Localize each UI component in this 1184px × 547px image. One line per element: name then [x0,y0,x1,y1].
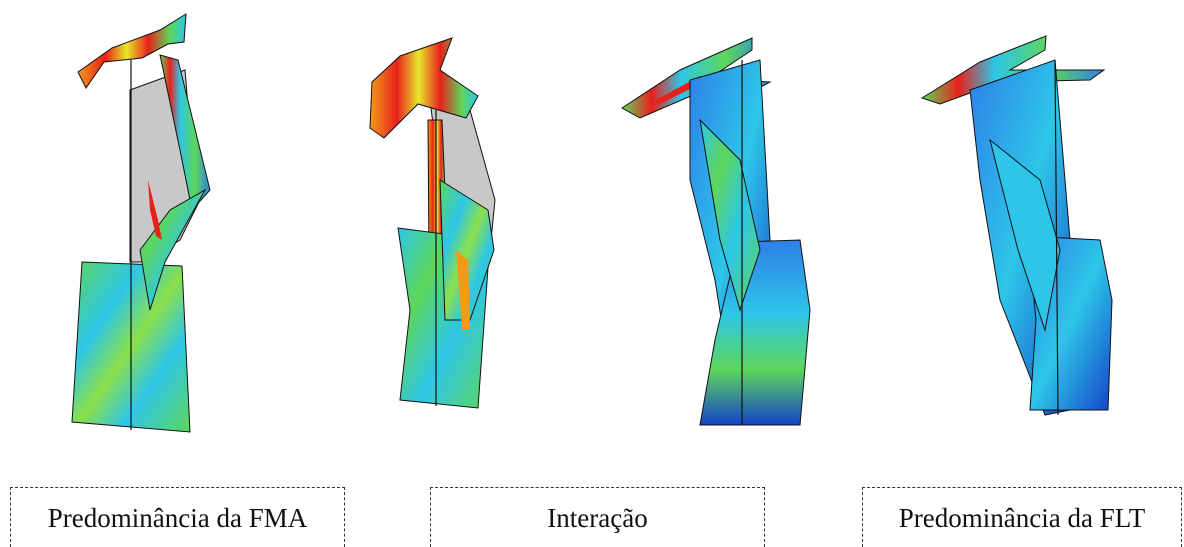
web-fold [139,188,207,311]
model-fma [71,13,211,433]
model-interaction-1 [369,37,496,409]
model-flt [920,35,1113,416]
hot-spot [148,180,162,240]
label-flt: Predominância da FLT [898,503,1146,533]
buckling-mode-figure [71,13,1113,433]
web-centerline [1054,59,1059,416]
label-box-interaction: Interação [430,487,765,547]
top-flange [77,13,187,89]
web-fold [989,138,1061,332]
label-fma: Predominância da FMA [47,503,308,533]
lower-flange [699,239,811,426]
label-box-flt: Predominância da FLT [862,487,1182,547]
label-box-fma: Predominância da FMA [10,487,345,547]
upper-web-strip [159,54,211,212]
web-fold [699,118,761,312]
label-interaction: Interação [547,503,648,533]
web-fold [439,179,495,321]
top-flange [369,37,479,139]
model-interaction-2 [621,37,811,426]
hot-band [456,250,470,330]
